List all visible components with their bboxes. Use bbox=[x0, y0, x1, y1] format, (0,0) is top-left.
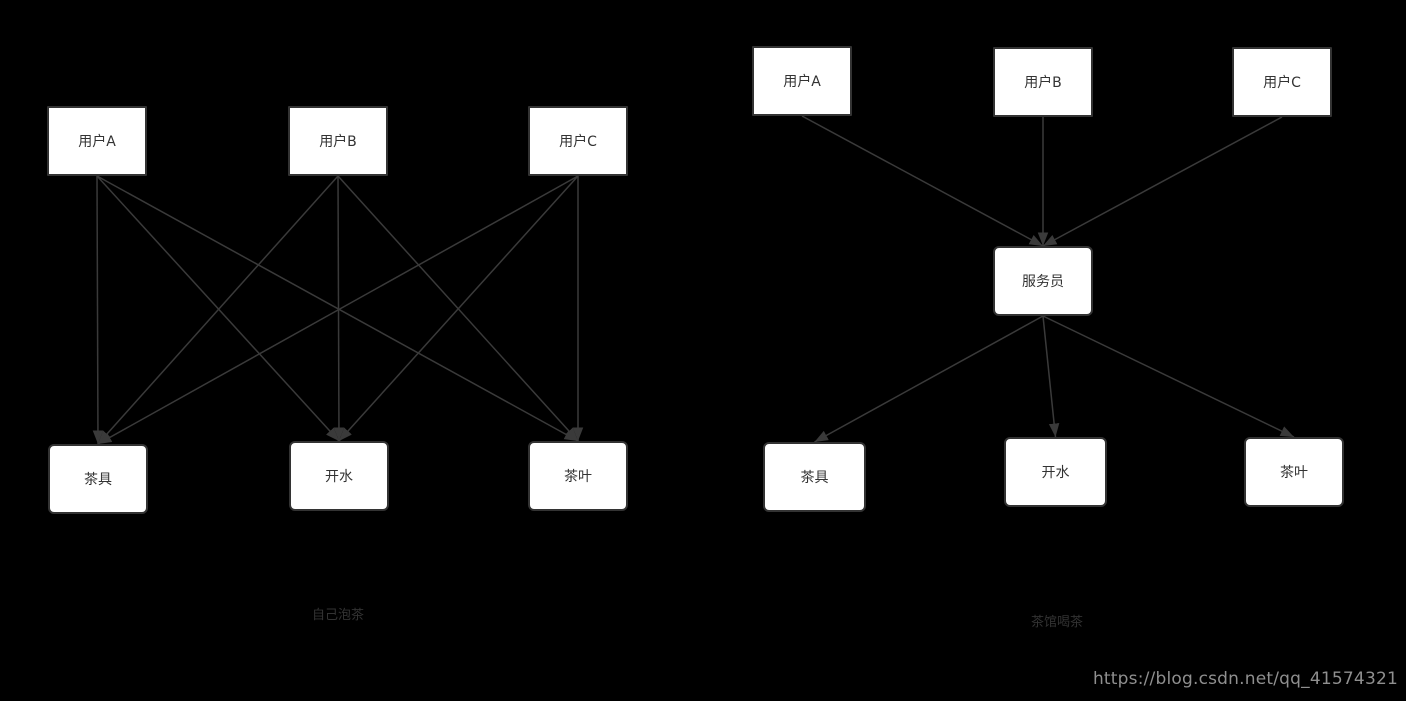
edge-left-userC-to-water bbox=[338, 175, 579, 442]
edge-right-userC-to-waiter bbox=[1042, 116, 1283, 247]
edge-left-userB-to-teaset bbox=[97, 175, 339, 445]
caption-self-serve: 自己泡茶 bbox=[311, 608, 364, 623]
edge-left-userB-to-water bbox=[333, 175, 345, 442]
node-right-user-c: 用户C bbox=[1232, 47, 1332, 117]
edge-left-userA-to-tealeaf bbox=[96, 175, 579, 442]
node-right-user-a: 用户A bbox=[752, 46, 852, 116]
node-right-water: 开水 bbox=[1004, 437, 1107, 507]
edge-right-userA-to-waiter bbox=[801, 115, 1044, 247]
watermark-url: https://blog.csdn.net/qq_41574321 bbox=[1092, 669, 1398, 689]
node-left-user-c: 用户C bbox=[528, 106, 628, 176]
node-left-user-a: 用户A bbox=[47, 106, 147, 176]
node-right-waiter: 服务员 bbox=[993, 246, 1093, 316]
edge-left-userC-to-teaset bbox=[97, 175, 579, 445]
node-left-teaset: 茶具 bbox=[48, 444, 148, 514]
edge-left-userA-to-water bbox=[96, 175, 340, 442]
node-right-user-b: 用户B bbox=[993, 47, 1093, 117]
edge-right-waiter-to-water bbox=[1042, 315, 1060, 438]
caption-teahouse: 茶馆喝茶 bbox=[1030, 615, 1083, 630]
edge-right-waiter-to-tealeaf bbox=[1042, 315, 1295, 438]
edge-left-userA-to-teaset bbox=[92, 175, 104, 445]
node-left-tealeaf: 茶叶 bbox=[528, 441, 628, 511]
node-left-user-b: 用户B bbox=[288, 106, 388, 176]
edge-right-waiter-to-teaset bbox=[814, 315, 1044, 443]
node-right-teaset: 茶具 bbox=[763, 442, 866, 512]
node-left-water: 开水 bbox=[289, 441, 389, 511]
node-right-tealeaf: 茶叶 bbox=[1244, 437, 1344, 507]
